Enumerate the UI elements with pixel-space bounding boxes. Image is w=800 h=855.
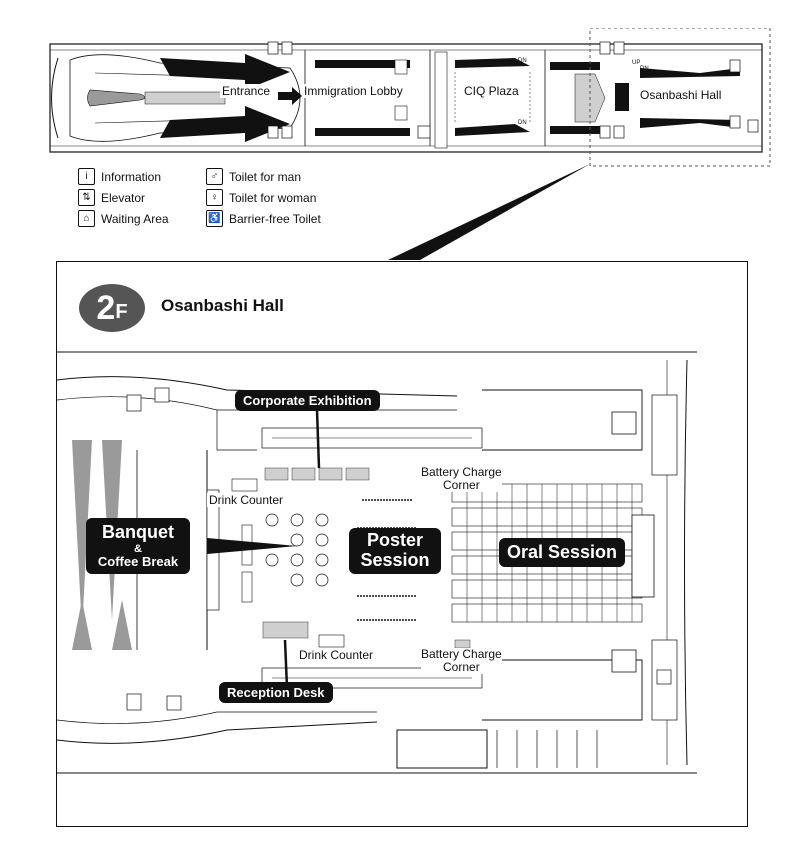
banquet-ampersand: & bbox=[134, 542, 142, 555]
battery-lower-line2: Corner bbox=[443, 660, 480, 675]
battery-charge-upper-label: Battery Charge Corner bbox=[421, 465, 502, 493]
toilet-woman-icon: ♀ bbox=[206, 189, 223, 206]
legend-label: Waiting Area bbox=[101, 211, 169, 226]
legend-label: Elevator bbox=[101, 190, 146, 205]
banquet-label: Banquet bbox=[102, 522, 174, 542]
poster-label: Poster bbox=[366, 530, 424, 550]
legend-waiting-area: ⌂ Waiting Area bbox=[78, 210, 169, 227]
floor-badge: 2 F bbox=[79, 284, 145, 332]
osanbashi-hall-overview-label: Osanbashi Hall bbox=[638, 88, 724, 102]
battery-upper-line1: Battery Charge bbox=[421, 465, 502, 479]
zoom-connector bbox=[388, 164, 590, 260]
battery-upper-line2: Corner bbox=[443, 478, 480, 493]
elevator-icon: ⇅ bbox=[78, 189, 95, 206]
detail-title: Osanbashi Hall bbox=[161, 296, 284, 315]
session-label: Session bbox=[360, 549, 430, 570]
legend-toilet-woman: ♀ Toilet for woman bbox=[206, 189, 316, 206]
barrier-free-toilet-icon: ♿ bbox=[206, 210, 223, 227]
coffee-break-label: Coffee Break bbox=[97, 554, 179, 570]
floor-number: 2 bbox=[96, 288, 116, 327]
legend-information: i Information bbox=[78, 168, 161, 185]
legend-label: Barrier-free Toilet bbox=[229, 211, 321, 226]
dn-mark-upper: DN bbox=[518, 58, 527, 64]
poster-session-callout: Poster Session bbox=[349, 528, 441, 574]
legend-label: Toilet for woman bbox=[229, 190, 317, 205]
overview-map: DN DN UP DN DN Entrance Immigration Lobb… bbox=[40, 27, 775, 168]
up-mark: UP bbox=[632, 60, 641, 66]
battery-lower-line1: Battery Charge bbox=[421, 647, 502, 661]
drink-counter-lower-label: Drink Counter bbox=[297, 648, 376, 662]
information-icon: i bbox=[78, 168, 95, 185]
detail-map-frame: 2 F Osanbashi Hall bbox=[56, 261, 748, 827]
legend-barrier-free-toilet: ♿ Barrier-free Toilet bbox=[206, 210, 321, 227]
entrance-label: Entrance bbox=[220, 84, 273, 98]
dn-mark-hall-lower: DN bbox=[640, 120, 649, 126]
oral-session-callout: Oral Session bbox=[499, 538, 626, 567]
legend-elevator: ⇅ Elevator bbox=[78, 189, 145, 206]
battery-charge-lower-label: Battery Charge Corner bbox=[421, 647, 502, 675]
immigration-lobby-label: Immigration Lobby bbox=[302, 84, 405, 98]
drink-counter-upper-label: Drink Counter bbox=[207, 493, 286, 507]
legend-label: Toilet for man bbox=[229, 169, 302, 184]
legend-toilet-man: ♂ Toilet for man bbox=[206, 168, 301, 185]
floor-suffix: F bbox=[115, 300, 128, 323]
corporate-exhibition-callout: Corporate Exhibition bbox=[235, 390, 380, 411]
waiting-area-icon: ⌂ bbox=[78, 210, 95, 227]
dn-mark-lower: DN bbox=[518, 120, 527, 126]
toilet-man-icon: ♂ bbox=[206, 168, 223, 185]
legend-label: Information bbox=[101, 169, 162, 184]
ciq-plaza-label: CIQ Plaza bbox=[462, 84, 521, 98]
banquet-callout: Banquet & Coffee Break bbox=[86, 518, 190, 575]
dn-mark-hall-upper: DN bbox=[640, 66, 649, 72]
reception-desk-callout: Reception Desk bbox=[219, 682, 333, 703]
